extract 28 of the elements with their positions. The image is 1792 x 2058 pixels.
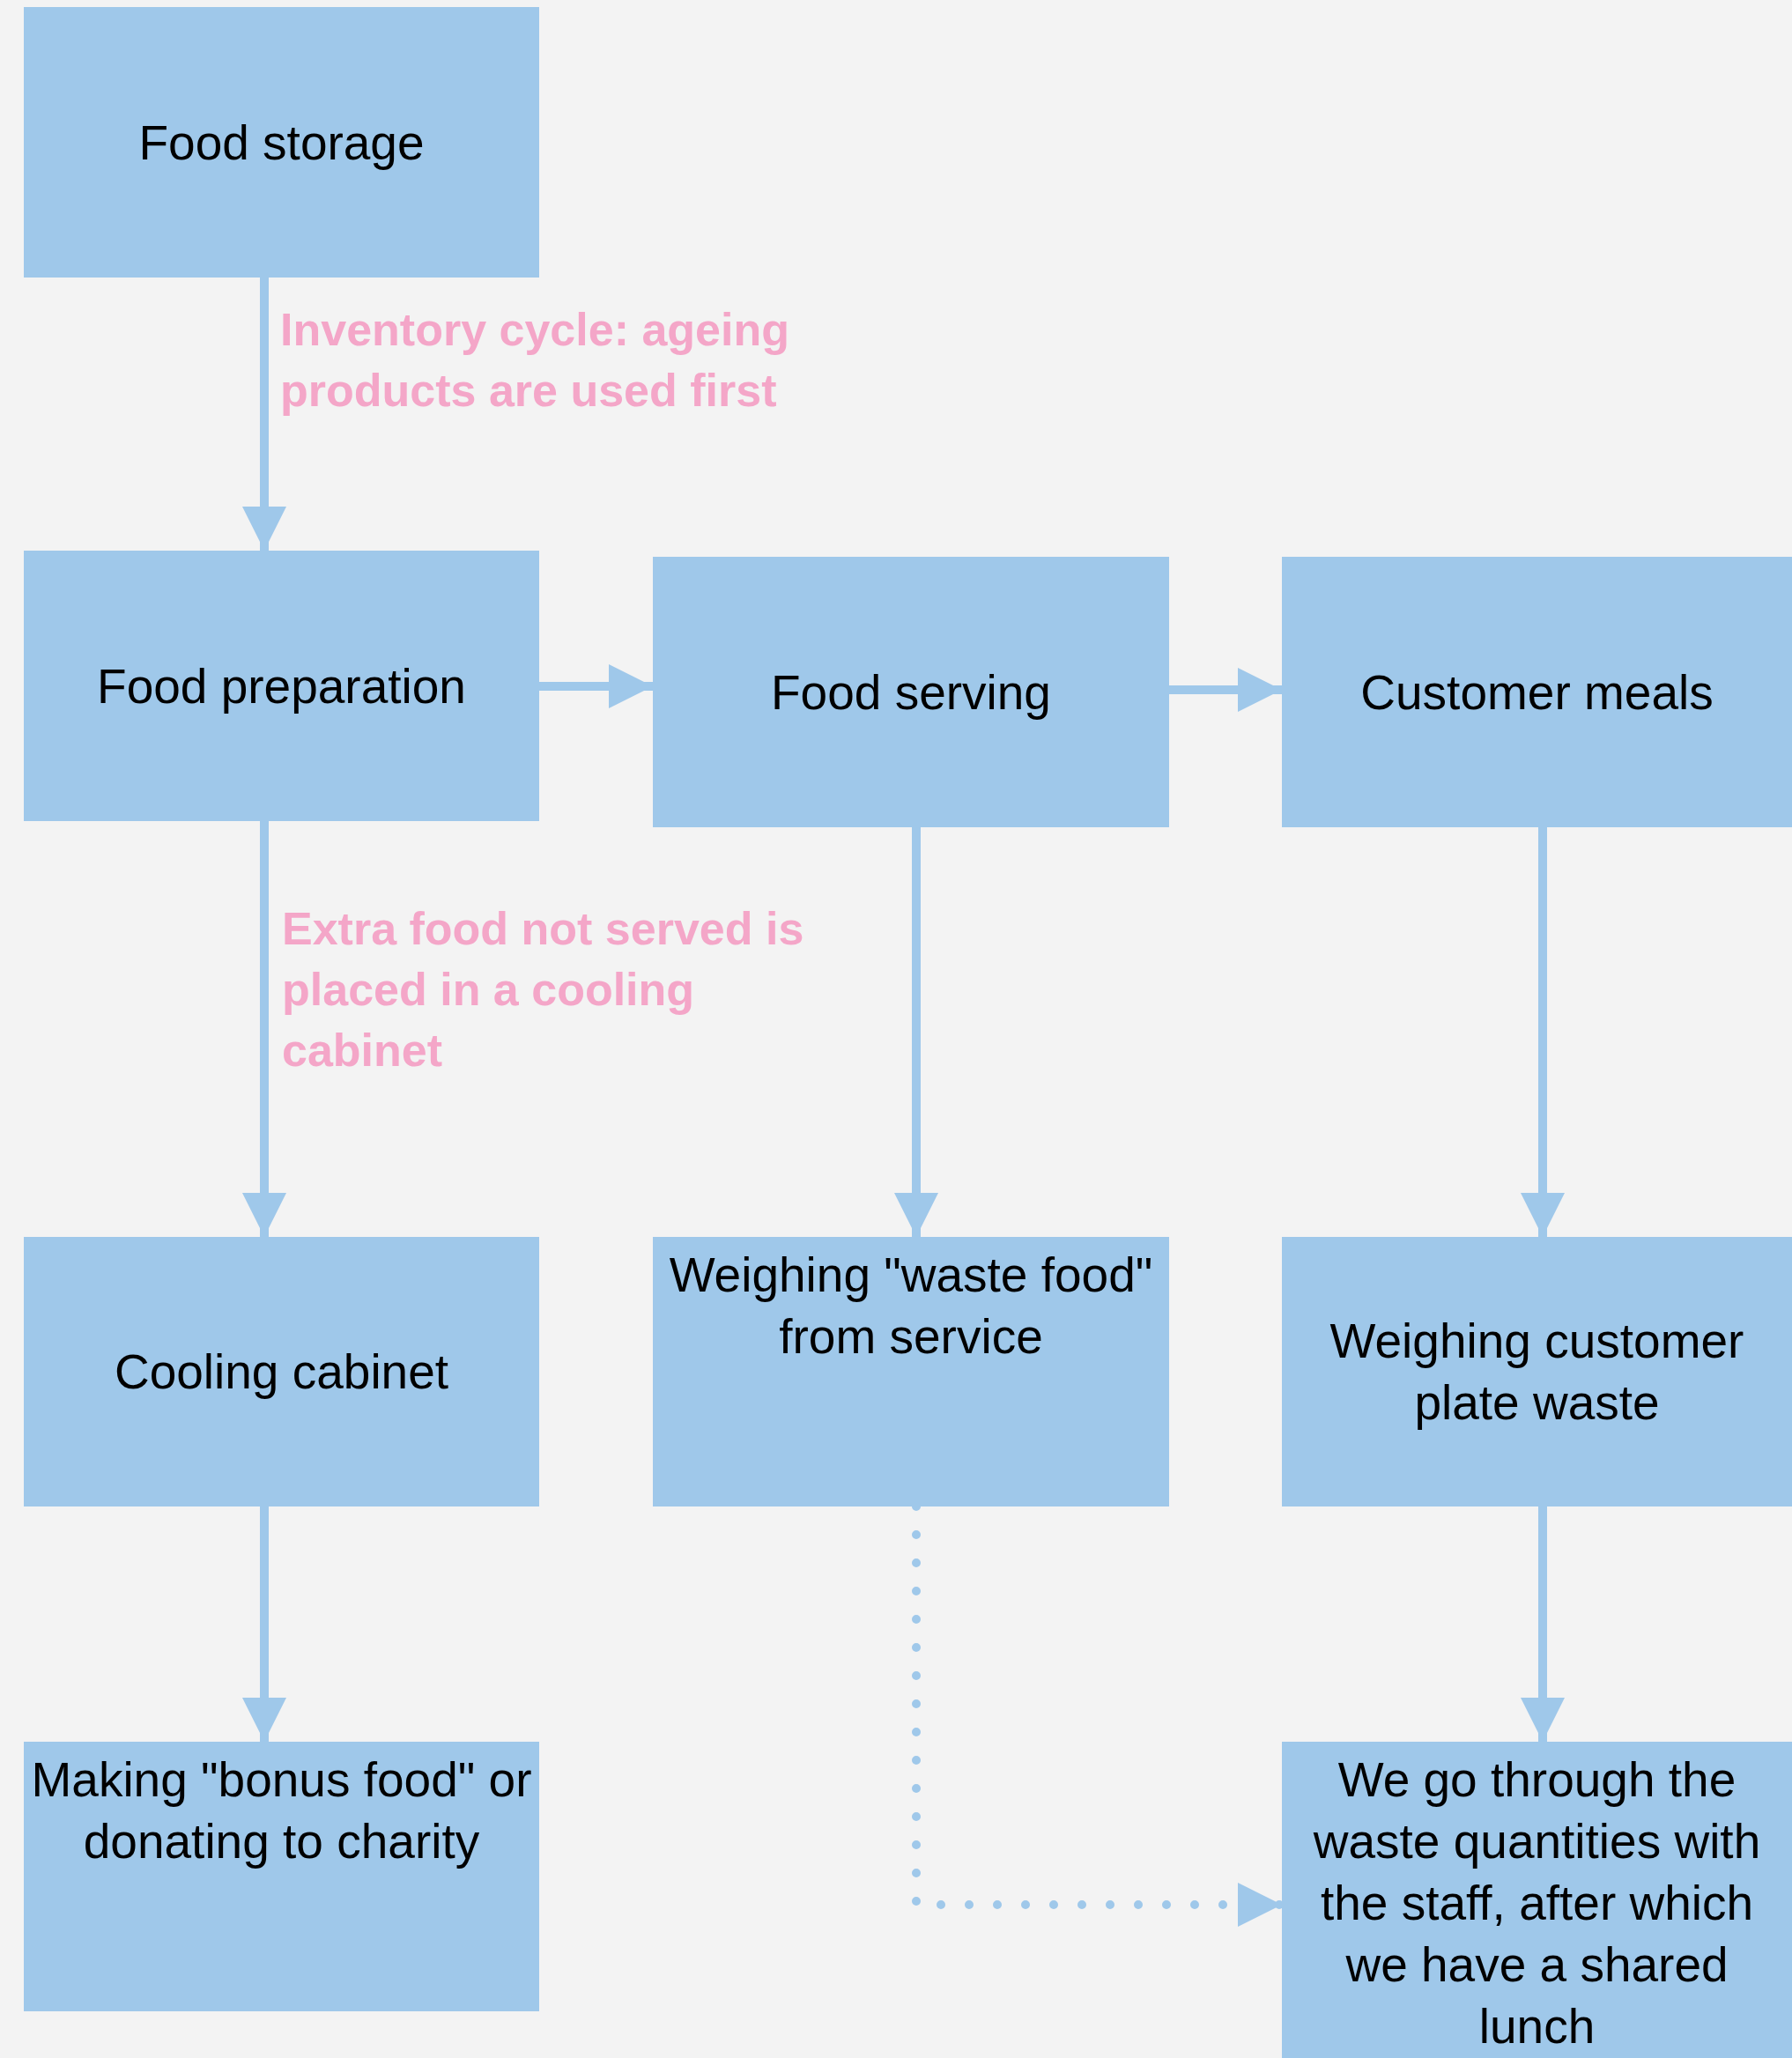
box-label: Weighing customer plate waste bbox=[1329, 1313, 1745, 1432]
edge-label: Extra food not served is placed in a cooling cabinet bbox=[282, 902, 805, 1077]
arrow bbox=[1521, 1506, 1565, 1742]
edge-label: Inventory cycle: ageing products are used first bbox=[280, 303, 790, 418]
process-box bbox=[1282, 557, 1792, 827]
arrow bbox=[894, 827, 938, 1237]
arrow bbox=[242, 278, 286, 551]
box-label: Food serving bbox=[771, 663, 1051, 722]
process-box bbox=[24, 1742, 539, 2011]
process-box bbox=[1282, 1742, 1792, 2058]
process-box bbox=[24, 551, 539, 821]
box-label: Customer meals bbox=[1360, 663, 1714, 722]
arrow bbox=[1521, 827, 1565, 1237]
box-label: Making "bonus food" or donating to charity bbox=[30, 1751, 533, 1870]
process-box bbox=[653, 1237, 1169, 1506]
arrow bbox=[1169, 668, 1282, 712]
box-label: We go through the waste quantities with the staff, after which we have a shared lunch bbox=[1312, 1751, 1762, 2055]
process-box bbox=[24, 1237, 539, 1506]
box-label: Cooling cabinet bbox=[114, 1344, 449, 1401]
arrow bbox=[539, 664, 653, 708]
process-box bbox=[1282, 1237, 1792, 1506]
arrow bbox=[242, 821, 286, 1237]
box-label: Weighing "waste food" from service bbox=[668, 1247, 1154, 1366]
box-label: Food preparation bbox=[97, 657, 466, 715]
process-box bbox=[24, 7, 539, 278]
process-box bbox=[653, 557, 1169, 827]
arrow bbox=[242, 1506, 286, 1742]
box-label: Food storage bbox=[138, 114, 425, 172]
